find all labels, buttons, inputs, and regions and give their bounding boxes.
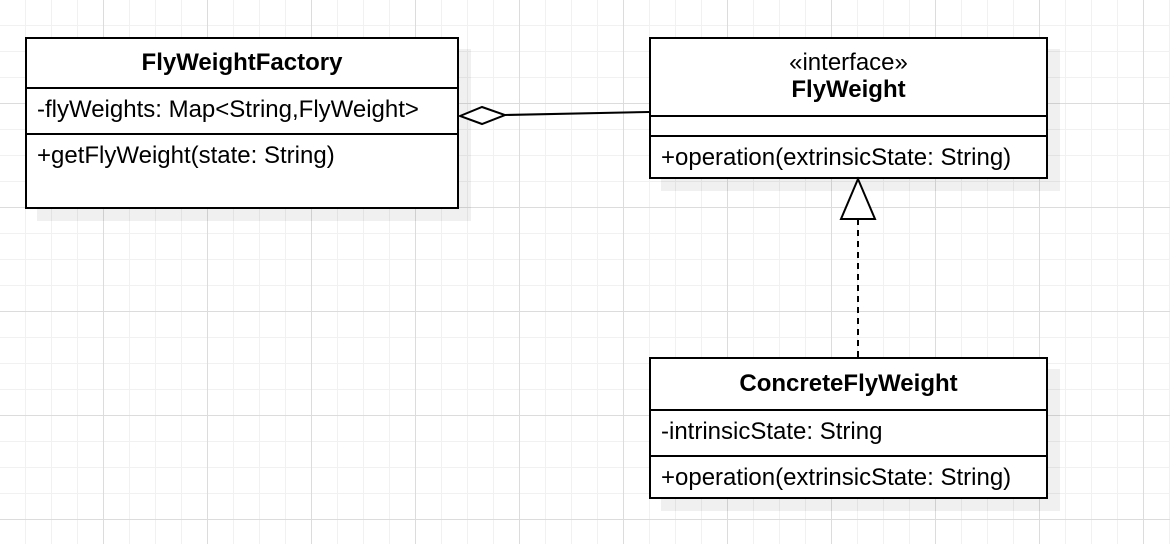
interface-flyweight[interactable]: «interface» FlyWeight +operation(extrins… <box>649 37 1048 179</box>
class-header: «interface» FlyWeight <box>651 39 1046 117</box>
aggregation-line <box>504 111 650 116</box>
stereotype-label: «interface» <box>789 49 908 76</box>
operation-get-flyweight: +getFlyWeight(state: String) <box>37 142 335 169</box>
class-flyweight-factory[interactable]: FlyWeightFactory -flyWeights: Map<String… <box>25 37 459 209</box>
operation-section: +operation(extrinsicState: String) <box>651 457 1046 499</box>
attribute-section: -intrinsicState: String <box>651 411 1046 457</box>
class-header: FlyWeightFactory <box>27 39 457 89</box>
operation-section: +operation(extrinsicState: String) <box>651 137 1046 179</box>
attribute-flyweights: -flyWeights: Map<String,FlyWeight> <box>37 96 419 123</box>
class-concrete-flyweight[interactable]: ConcreteFlyWeight -intrinsicState: Strin… <box>649 357 1048 499</box>
aggregation-connector[interactable] <box>457 105 650 126</box>
realization-triangle-icon <box>839 176 877 220</box>
aggregation-diamond-icon <box>457 105 508 126</box>
class-name: ConcreteFlyWeight <box>739 370 958 397</box>
attribute-intrinsic-state: -intrinsicState: String <box>661 418 883 445</box>
realization-connector[interactable] <box>839 176 877 357</box>
attribute-section <box>651 117 1046 137</box>
operation-section: +getFlyWeight(state: String) <box>27 135 457 177</box>
class-name: FlyWeightFactory <box>141 49 343 76</box>
operation-operation: +operation(extrinsicState: String) <box>661 464 1012 491</box>
class-name: FlyWeight <box>791 76 906 103</box>
class-header: ConcreteFlyWeight <box>651 359 1046 411</box>
attribute-section: -flyWeights: Map<String,FlyWeight> <box>27 89 457 135</box>
operation-operation: +operation(extrinsicState: String) <box>661 144 1012 171</box>
